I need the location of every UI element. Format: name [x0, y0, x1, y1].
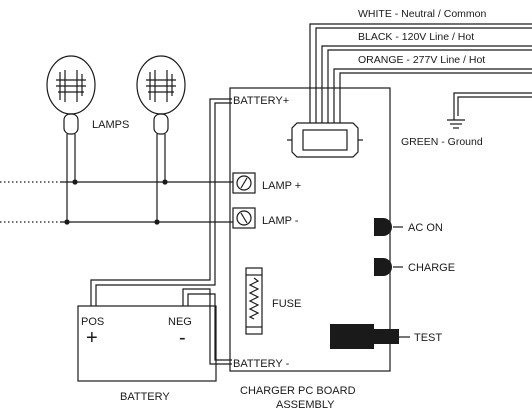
lamp-left-icon [46, 55, 96, 222]
ac-leads: WHITE - Neutral / Common BLACK - 120V Li… [309, 8, 532, 148]
fuse [245, 267, 263, 335]
battery-neg-label: NEG [168, 316, 192, 328]
lamp-neg-label: LAMP - [262, 215, 299, 227]
battery-leads [90, 98, 232, 365]
charge-label: CHARGE [408, 262, 455, 274]
battery-minus-symbol: - [179, 327, 186, 349]
lamp-pos-terminal [232, 172, 256, 194]
lamp-neg-terminal [232, 207, 256, 229]
ac-on-label: AC ON [408, 222, 443, 234]
board-caption-line1: CHARGER PC BOARD [240, 385, 356, 397]
battery-neg-terminal: BATTERY - [233, 358, 290, 370]
orange-wire-label: ORANGE - 277V Line / Hot [358, 54, 485, 66]
charge-led-icon [374, 258, 403, 276]
lamps-label: LAMPS [92, 119, 129, 131]
ground-symbol [447, 119, 465, 129]
battery-pos-label: POS [81, 316, 104, 328]
test-switch[interactable] [330, 324, 410, 349]
lamp-right-icon [136, 55, 186, 222]
white-wire-label: WHITE - Neutral / Common [358, 8, 487, 20]
transformer [287, 122, 363, 158]
lamp-pos-label: LAMP + [262, 180, 301, 192]
lamp-bus [0, 179, 233, 225]
battery-pos-terminal: BATTERY+ [233, 95, 289, 107]
battery-caption: BATTERY [120, 391, 170, 403]
board-caption-line2: ASSEMBLY [276, 399, 335, 411]
green-wire-label: GREEN - Ground [401, 136, 483, 148]
battery-body [77, 305, 217, 382]
ac-on-led-icon [374, 218, 403, 236]
black-wire-label: BLACK - 120V Line / Hot [358, 31, 474, 43]
fuse-label: FUSE [272, 298, 301, 310]
battery-plus-symbol: + [86, 327, 98, 349]
test-label: TEST [414, 332, 442, 344]
